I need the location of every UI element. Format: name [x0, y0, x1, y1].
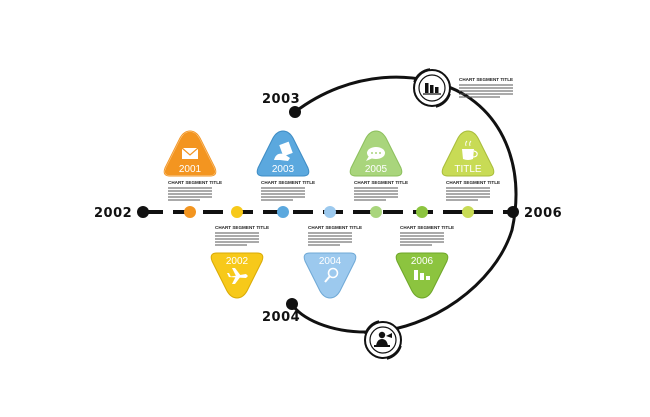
arc-top-body-text [459, 84, 513, 98]
segment-title: CHART SEGMENT TITLE [261, 180, 315, 185]
arc-bottom-label: 2004 [262, 310, 300, 325]
triangle-year: 2006 [411, 256, 434, 267]
triangle-year: 2002 [226, 256, 249, 267]
person-desk-icon [374, 331, 392, 347]
arc-top-label: 2003 [262, 92, 300, 107]
arc-bottom-dot [286, 298, 298, 310]
triangle-year: TITLE [454, 164, 482, 175]
timeline-start-dot [137, 206, 149, 218]
triangle-year: 2003 [272, 164, 295, 175]
arc-top-segment-title: CHART SEGMENT TITLE [459, 77, 513, 82]
airplane-icon [227, 268, 248, 284]
timeline-dot-blue [277, 206, 289, 218]
arc-top-badge [413, 68, 451, 108]
top-item-title: TITLE CHART SEGMENT TITLE [441, 130, 500, 201]
bottom-item-2006: CHART SEGMENT TITLE 2006 [395, 225, 454, 299]
segment-title: CHART SEGMENT TITLE [215, 225, 269, 230]
segment-body-text [354, 187, 398, 201]
segment-title: CHART SEGMENT TITLE [446, 180, 500, 185]
arc-top-dot [289, 106, 301, 118]
triangle-badge [303, 252, 357, 299]
segment-body-text [168, 187, 212, 201]
timeline-dot-orange [184, 206, 196, 218]
triangle-year: 2004 [319, 256, 342, 267]
top-item-2005: 2005 CHART SEGMENT TITLE [349, 130, 408, 201]
bottom-item-2004: CHART SEGMENT TITLE 2004 [303, 225, 362, 299]
triangle-year: 2005 [365, 164, 388, 175]
top-item-2003: 2003 CHART SEGMENT TITLE [256, 130, 315, 201]
arc-bottom-badge [364, 320, 402, 360]
timeline-end-dot [507, 206, 519, 218]
timeline-dot-green [416, 206, 428, 218]
timeline-arc [290, 75, 518, 334]
segment-title: CHART SEGMENT TITLE [354, 180, 408, 185]
timeline-dot-lime [462, 206, 474, 218]
timeline-dot-light-blue [324, 206, 336, 218]
bottom-item-2002: CHART SEGMENT TITLE 2002 [210, 225, 269, 299]
timeline-left-label: 2002 [94, 206, 132, 221]
segment-body-text [261, 187, 305, 201]
segment-body-text [446, 187, 490, 201]
coffee-cup-icon [462, 140, 478, 160]
bar-chart-icon [414, 270, 430, 280]
segment-title: CHART SEGMENT TITLE [308, 225, 362, 230]
magnifier-icon [324, 267, 339, 283]
bar-chart-icon [423, 83, 441, 95]
top-item-2001: 2001 CHART SEGMENT TITLE [163, 130, 222, 201]
segment-title: CHART SEGMENT TITLE [400, 225, 454, 230]
segment-body-text [215, 232, 259, 246]
speech-bubble-icon [366, 147, 385, 161]
segment-title: CHART SEGMENT TITLE [168, 180, 222, 185]
segment-body-text [400, 232, 444, 246]
timeline-right-label: 2006 [524, 206, 562, 221]
timeline-dot-yellow [231, 206, 243, 218]
hand-document-icon [274, 141, 293, 161]
segment-body-text [308, 232, 352, 246]
envelope-icon [181, 147, 199, 159]
triangle-year: 2001 [179, 164, 202, 175]
timeline-dot-light-green [370, 206, 382, 218]
